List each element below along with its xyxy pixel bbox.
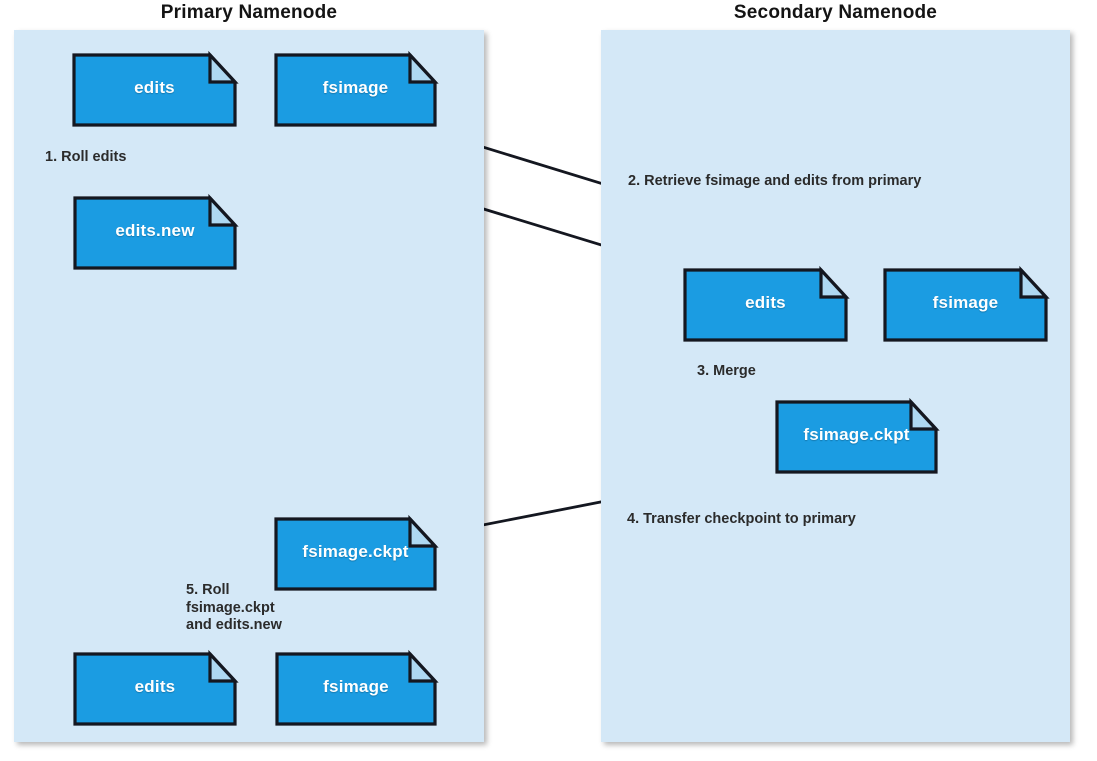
panel-secondary <box>601 30 1070 742</box>
doc-shape <box>275 649 439 726</box>
step-label-step2: 2. Retrieve fsimage and edits from prima… <box>628 173 922 189</box>
step-label-step3: 3. Merge <box>697 363 756 379</box>
doc-shape <box>775 397 940 474</box>
panel-title-primary: Primary Namenode <box>160 2 338 23</box>
doc-node-p-fsimage-top[interactable]: fsimage <box>274 50 439 127</box>
doc-shape <box>72 50 239 127</box>
panel-title-secondary: Secondary Namenode <box>733 2 938 23</box>
doc-node-p-fsimage-bottom[interactable]: fsimage <box>275 649 439 726</box>
step-label-step1: 1. Roll edits <box>45 149 127 165</box>
step-label-step4: 4. Transfer checkpoint to primary <box>627 511 856 527</box>
step-label-step5: 5. Roll fsimage.ckpt and edits.new <box>186 582 282 634</box>
doc-shape <box>73 649 239 726</box>
panel-primary <box>14 30 484 742</box>
doc-shape <box>73 193 239 270</box>
doc-shape <box>274 514 439 591</box>
doc-node-p-fsimage-ckpt[interactable]: fsimage.ckpt <box>274 514 439 591</box>
doc-node-p-edits-new[interactable]: edits.new <box>73 193 239 270</box>
doc-node-s-edits[interactable]: edits <box>683 265 850 342</box>
doc-shape <box>683 265 850 342</box>
doc-shape <box>274 50 439 127</box>
doc-shape <box>883 265 1050 342</box>
doc-node-s-fsimage-ckpt[interactable]: fsimage.ckpt <box>775 397 940 474</box>
doc-node-p-edits-bottom[interactable]: edits <box>73 649 239 726</box>
doc-node-s-fsimage[interactable]: fsimage <box>883 265 1050 342</box>
doc-node-p-edits-top[interactable]: edits <box>72 50 239 127</box>
